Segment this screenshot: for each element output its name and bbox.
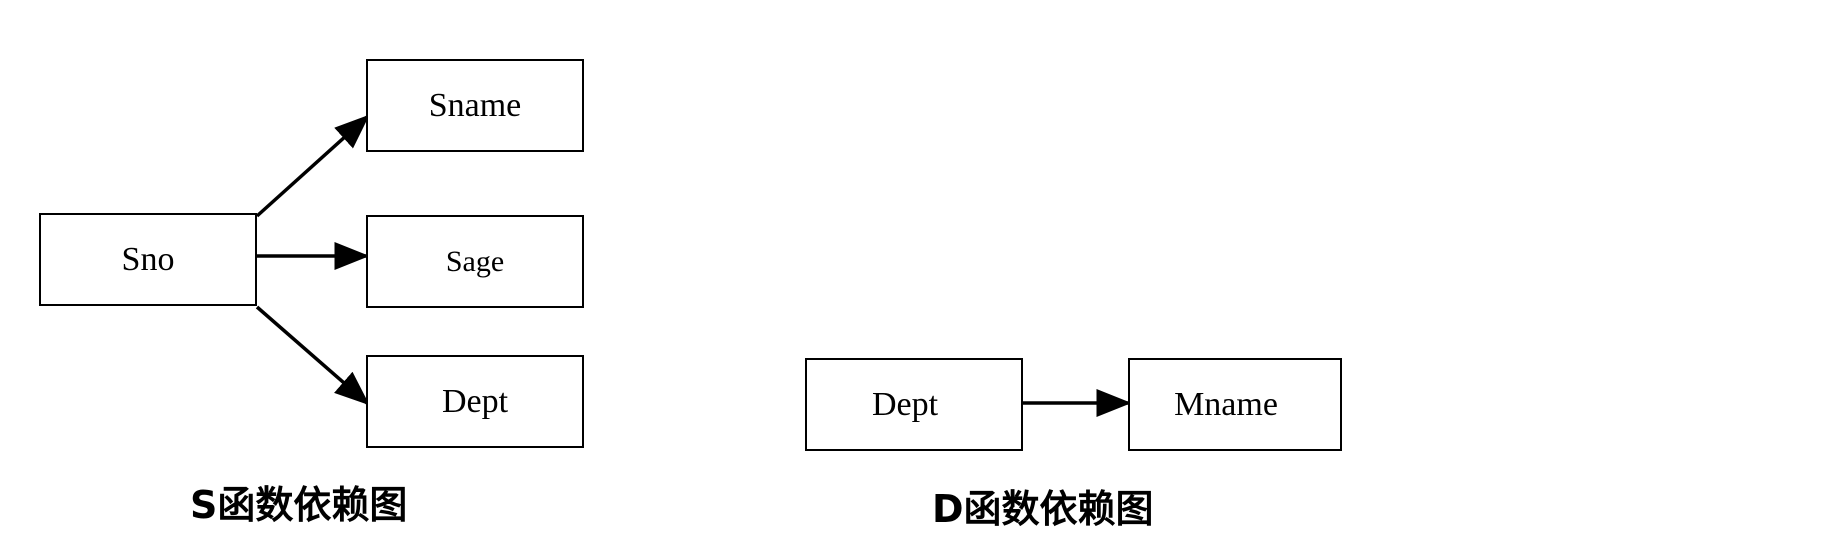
arrow-sno-to-sname bbox=[255, 114, 370, 218]
node-sname-label: Sname bbox=[428, 86, 522, 124]
node-sno-label: Sno bbox=[121, 240, 175, 278]
node-sage-label: Sage bbox=[445, 244, 505, 278]
node-sage: Sage bbox=[366, 215, 584, 308]
node-dept-s-label: Dept bbox=[441, 382, 509, 420]
node-sno: Sno bbox=[39, 213, 257, 306]
node-mname-label: Mname bbox=[1174, 385, 1278, 423]
caption-d-diagram: D函数依赖图 bbox=[932, 487, 1154, 531]
node-dept-s: Dept bbox=[366, 355, 584, 448]
node-sname: Sname bbox=[366, 59, 584, 152]
caption-s-diagram: S函数依赖图 bbox=[190, 483, 408, 527]
node-dept-d-label: Dept bbox=[871, 385, 939, 423]
node-dept-d: Dept bbox=[805, 358, 1023, 451]
node-mname: Mname bbox=[1128, 358, 1342, 451]
arrow-sno-to-dept bbox=[255, 305, 370, 406]
